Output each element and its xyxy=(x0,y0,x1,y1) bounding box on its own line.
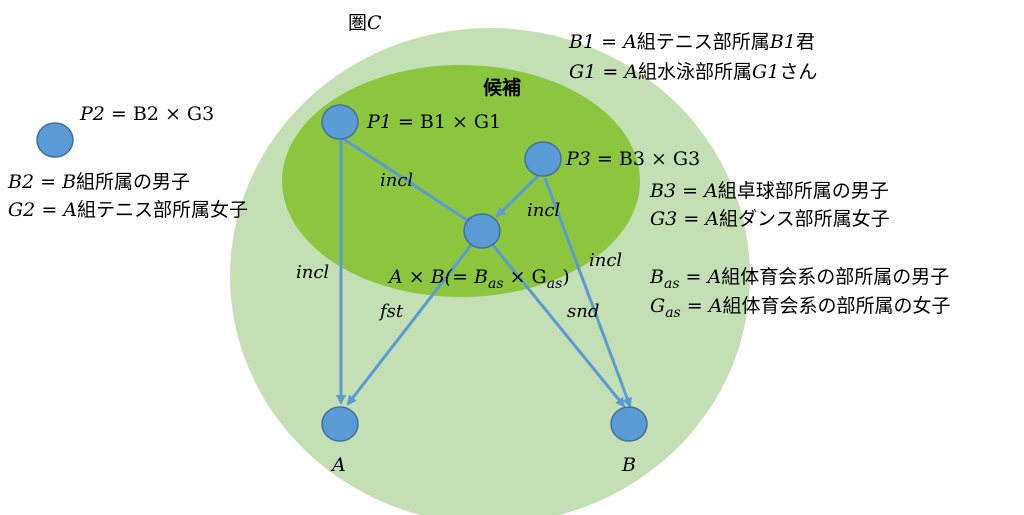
arrow-snd xyxy=(490,243,626,408)
arrow-p3-to-product xyxy=(495,172,542,218)
node-p2 xyxy=(36,122,74,158)
def-g1: G1 = A組水泳部所属G1さん xyxy=(569,61,817,83)
def-b1: B1 = A組テニス部所属B1君 xyxy=(568,31,815,53)
node-p3 xyxy=(524,141,562,177)
edge-label-snd: snd xyxy=(567,301,599,322)
p1-label: P1 = B1 × G1 xyxy=(366,111,501,133)
def-bas: Bas = A組体育会系の部所属の男子 xyxy=(649,266,949,292)
def-g2: G2 = A組テニス部所属女子 xyxy=(8,199,248,221)
arrow-p3-to-b xyxy=(543,177,632,408)
node-b xyxy=(610,406,648,442)
arrow-p1-to-product xyxy=(341,136,475,226)
node-p1 xyxy=(321,104,359,140)
node-product xyxy=(463,213,501,249)
def-b3: B3 = A組卓球部所属の男子 xyxy=(649,180,889,202)
edge-label-p1-product: incl xyxy=(380,170,413,191)
p2-label: P2 = B2 × G3 xyxy=(79,103,214,125)
def-b2: B2 = B組所属の男子 xyxy=(7,171,190,193)
candidate-region xyxy=(282,65,640,297)
b-label: B xyxy=(621,454,636,476)
arrow-fst xyxy=(346,243,474,406)
def-gas: Gas = A組体育会系の部所属の女子 xyxy=(650,295,950,321)
edge-label-p1-a: incl xyxy=(296,262,329,283)
def-g3: G3 = A組ダンス部所属女子 xyxy=(650,208,890,230)
p3-label: P3 = B3 × G3 xyxy=(565,148,700,170)
category-label: 圏C xyxy=(348,12,382,34)
edge-label-fst: fst xyxy=(378,301,404,322)
edge-label-p3-product: incl xyxy=(527,200,560,221)
edge-label-p3-b: incl xyxy=(589,250,622,271)
product-label: A × B(= Bas × Gas) xyxy=(387,266,570,292)
a-label: A xyxy=(330,454,346,476)
candidate-label: 候補 xyxy=(483,76,521,99)
node-a xyxy=(321,406,359,442)
